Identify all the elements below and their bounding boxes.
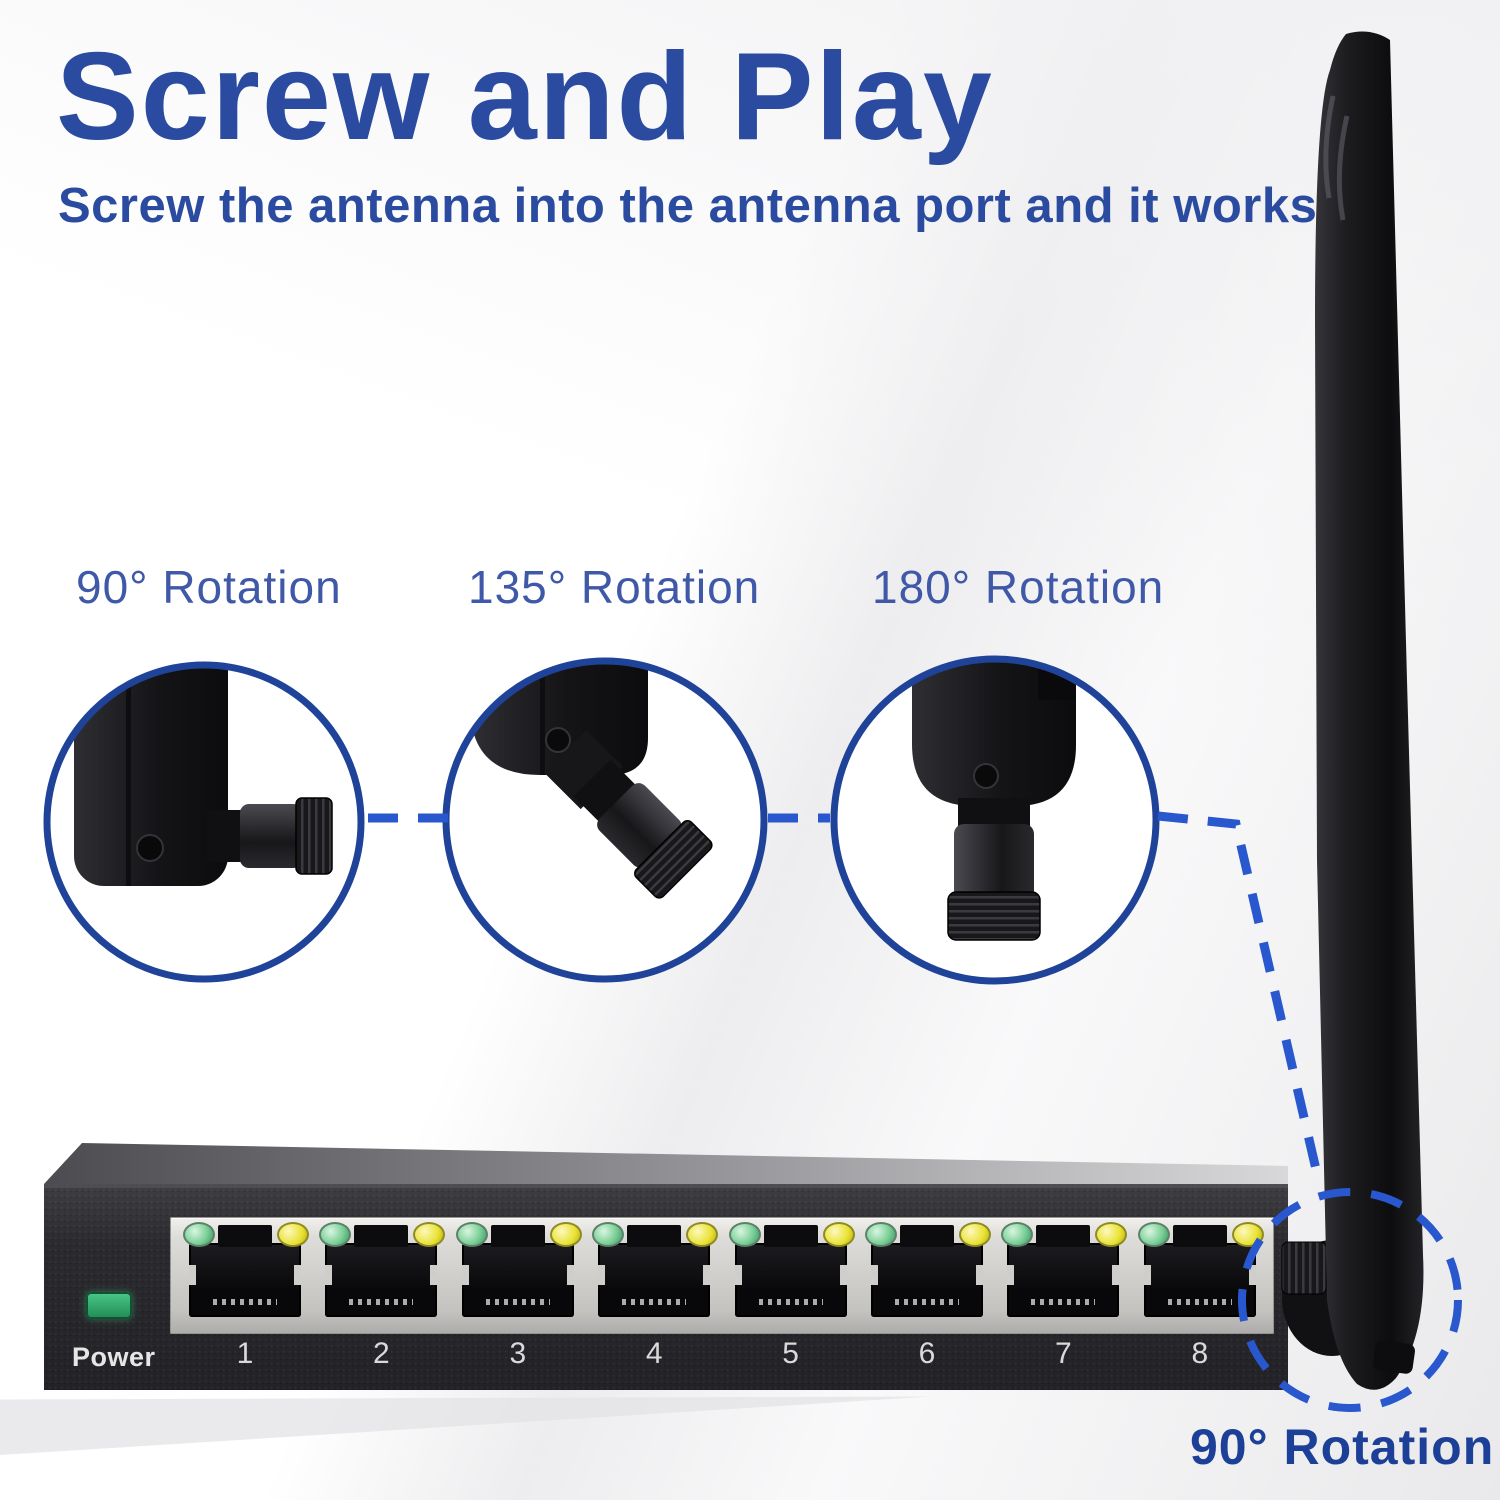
rj45-tab-slot (763, 1225, 818, 1247)
port-number-label: 5 (782, 1337, 799, 1370)
jack-notch (598, 1265, 606, 1285)
port-number-label: 4 (645, 1337, 663, 1370)
port-number-label: 3 (509, 1337, 527, 1370)
green-led-icon (865, 1222, 897, 1247)
port-number-label: 7 (1055, 1337, 1072, 1370)
ethernet-port: 2 (313, 1217, 449, 1387)
jack-notch (1112, 1265, 1120, 1285)
ethernet-port: 7 (995, 1217, 1131, 1387)
ethernet-port: 3 (450, 1217, 586, 1387)
antenna-groove (1336, 115, 1350, 221)
green-led-icon (728, 1222, 761, 1247)
yellow-led-icon (822, 1222, 855, 1247)
rj45-jack-icon (1143, 1243, 1256, 1317)
antenna-hinge-135-art (470, 661, 713, 899)
yellow-led-icon (1095, 1222, 1128, 1247)
callout-circle-135-rotation (442, 657, 768, 983)
rj45-jack-icon (598, 1243, 711, 1317)
green-led-icon (1001, 1222, 1034, 1247)
rj45-jack-icon (734, 1243, 847, 1317)
jack-notch (839, 1265, 847, 1285)
jack-notch (1143, 1265, 1151, 1285)
green-led-icon (319, 1222, 352, 1247)
jack-pins (1031, 1299, 1096, 1305)
yellow-led-icon (1231, 1222, 1264, 1247)
jack-notch (734, 1265, 742, 1285)
ethernet-port: 5 (723, 1217, 859, 1387)
power-led-icon (86, 1292, 132, 1319)
jack-notch (1248, 1265, 1256, 1285)
power-label: Power (72, 1342, 156, 1372)
green-led-icon (183, 1222, 215, 1247)
rj45-jack-icon (325, 1243, 438, 1317)
ethernet-port: 6 (859, 1217, 995, 1387)
jack-notch (189, 1265, 196, 1285)
antenna-blade (1315, 31, 1424, 1390)
port-number-label: 2 (373, 1337, 390, 1370)
jack-notch (703, 1265, 711, 1285)
rj45-tab-slot (354, 1225, 409, 1247)
jack-pins (485, 1299, 550, 1305)
jack-notch (1007, 1265, 1015, 1285)
green-led-icon (455, 1222, 488, 1247)
jack-notch (461, 1265, 469, 1285)
jack-pins (213, 1299, 277, 1305)
port-number-label: 1 (236, 1337, 254, 1370)
jack-pins (349, 1299, 414, 1305)
green-led-icon (592, 1222, 625, 1247)
rj45-tab-slot (1036, 1225, 1091, 1247)
jack-notch (325, 1265, 333, 1285)
jack-pins (1167, 1299, 1232, 1305)
rj45-jack-icon (189, 1243, 301, 1317)
ethernet-port: 8 (1132, 1217, 1268, 1387)
ethernet-port: 4 (586, 1217, 722, 1387)
rj45-tab-slot (627, 1225, 682, 1247)
jack-pins (895, 1299, 959, 1305)
port-number-label: 6 (918, 1337, 936, 1370)
yellow-led-icon (413, 1222, 446, 1247)
jack-pins (622, 1299, 687, 1305)
jack-pins (758, 1299, 823, 1305)
jack-notch (566, 1265, 574, 1285)
switch-top-face (44, 1143, 1288, 1184)
yellow-led-icon (959, 1222, 991, 1247)
rj45-tab-slot (900, 1225, 954, 1247)
green-led-icon (1137, 1222, 1170, 1247)
ethernet-port: 1 (177, 1217, 313, 1387)
rj45-jack-icon (1007, 1243, 1120, 1317)
rj45-tab-slot (1172, 1225, 1227, 1247)
rj45-jack-icon (461, 1243, 574, 1317)
jack-notch (294, 1265, 301, 1285)
yellow-led-icon (277, 1222, 309, 1247)
rj45-jack-icon (871, 1243, 983, 1317)
jack-notch (871, 1265, 878, 1285)
callout-circle-180-rotation (830, 655, 1160, 985)
yellow-led-icon (686, 1222, 719, 1247)
rj45-tab-slot (218, 1225, 272, 1247)
jack-notch (430, 1265, 438, 1285)
yellow-led-icon (549, 1222, 582, 1247)
jack-notch (976, 1265, 983, 1285)
rj45-tab-slot (490, 1225, 545, 1247)
port-number-label: 8 (1191, 1337, 1209, 1370)
antenna-groove (1323, 95, 1336, 199)
